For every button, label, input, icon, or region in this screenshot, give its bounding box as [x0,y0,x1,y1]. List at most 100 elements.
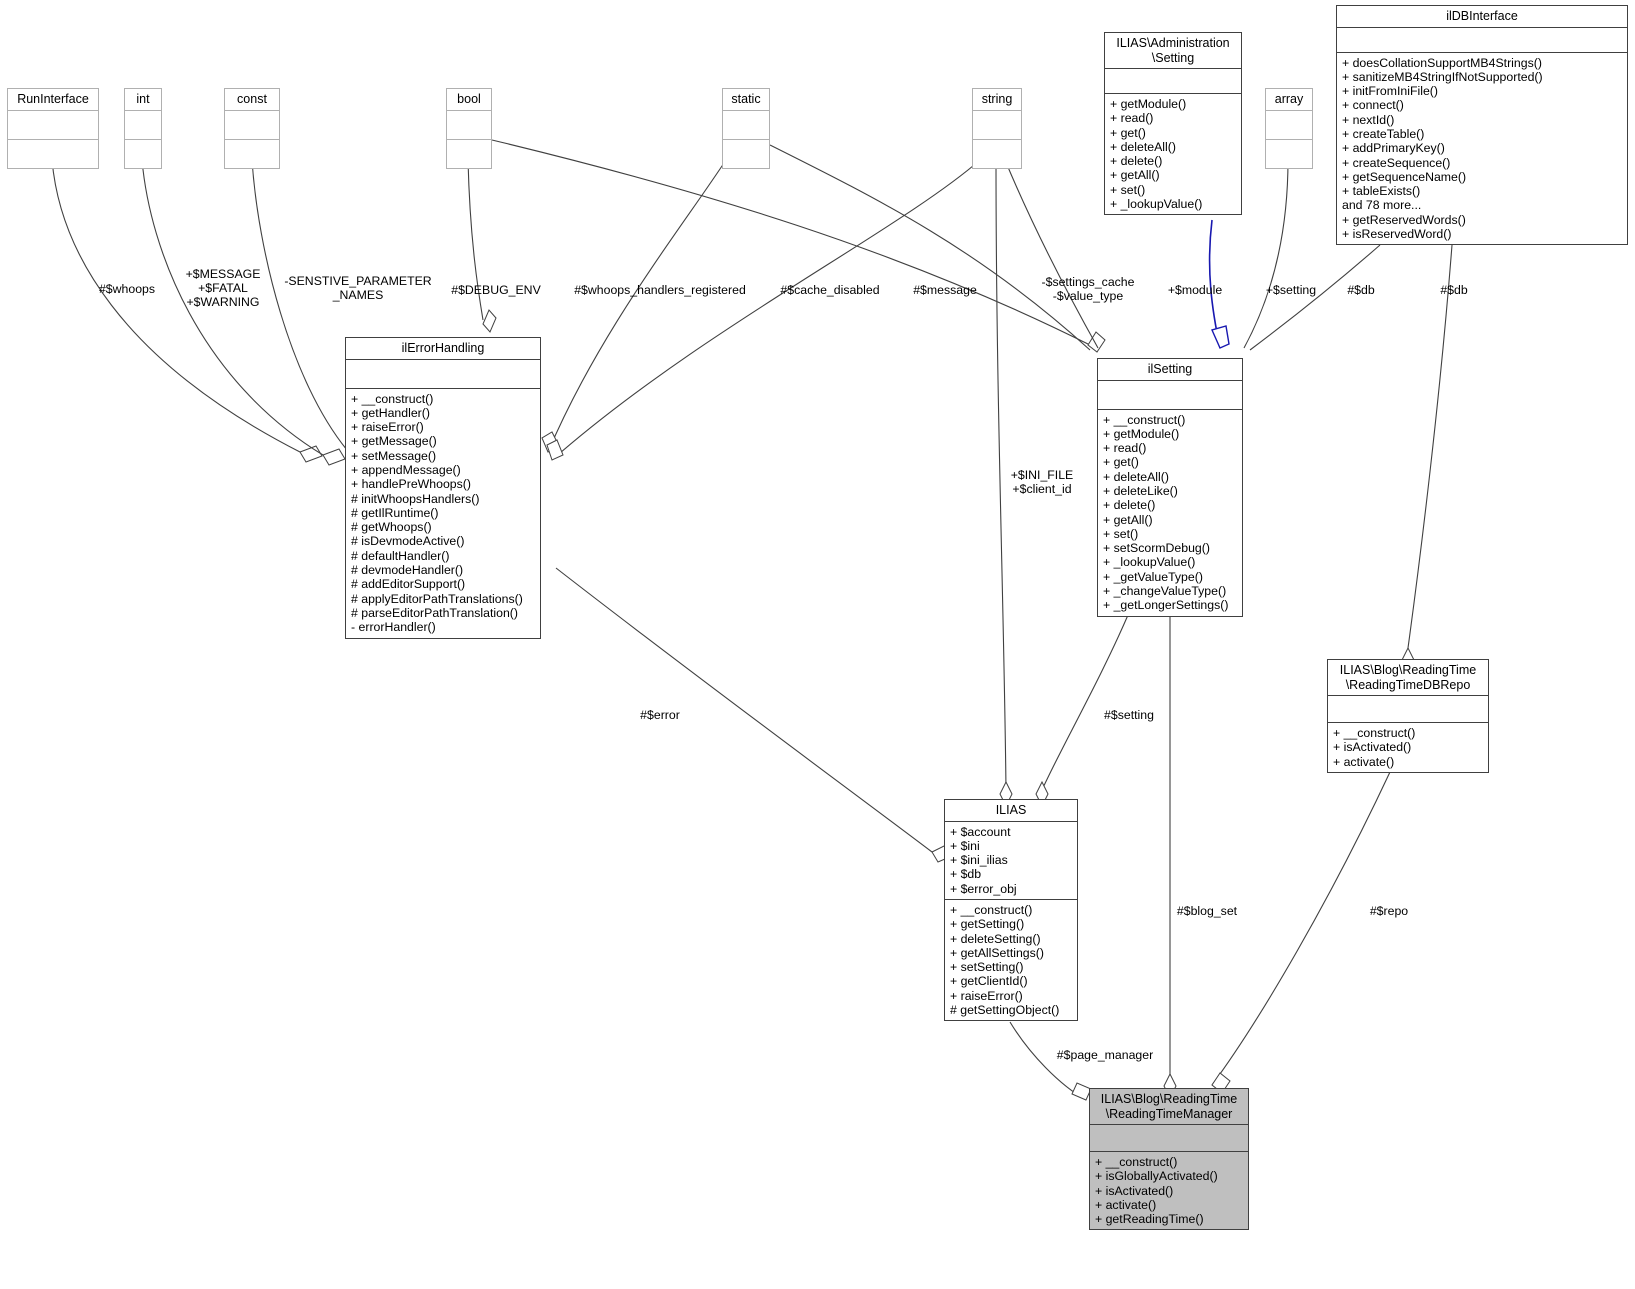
node-title: ILIAS [945,800,1077,822]
node-methods [1266,140,1312,168]
edge-label-ini-file-client-id: +$INI_FILE +$client_id [1010,468,1074,497]
node-attributes [1328,696,1488,723]
member: + $ini_ilias [950,853,1008,868]
member: + $db [950,867,982,882]
member: + _lookupValue() [1103,555,1196,570]
class-node-int[interactable]: int [124,88,162,169]
member: + __construct() [1095,1155,1178,1169]
class-node-ildbinterface[interactable]: ilDBInterface + doesCollationSupportMB4S… [1336,5,1628,246]
edge-label-debug-env: #$DEBUG_ENV [451,283,541,297]
node-title: ILIAS\Blog\ReadingTime \ReadingTimeManag… [1090,1089,1248,1125]
edge-label-message: #$message [913,283,977,297]
member: + getModule() [1110,97,1187,111]
edge-label-setting: +$setting [1265,283,1317,297]
member: + get() [1103,455,1139,470]
edge-label-module: +$module [1167,283,1223,297]
node-methods: + __construct() + getHandler() + raiseEr… [346,389,540,638]
member: + connect() [1342,98,1404,113]
member: + sanitizeMB4StringIfNotSupported() [1342,69,1543,84]
member: + __construct() [1103,412,1186,427]
member: + $ini [950,838,980,853]
class-node-bool[interactable]: bool [446,88,492,169]
node-title: ilDBInterface [1337,6,1627,28]
member: + getHandler() [351,405,430,420]
class-node-ilsetting[interactable]: ilSetting + __construct() + getModule() … [1097,358,1243,617]
member: + isActivated() [1095,1183,1174,1198]
node-attributes [1105,69,1241,94]
member: + tableExists() [1342,184,1421,199]
member: - errorHandler() [351,620,436,635]
member: # isDevmodeActive() [351,534,465,549]
member: + _lookupValue() [1110,197,1203,212]
member: # getWhoops() [351,520,432,535]
node-methods [447,140,491,168]
node-methods [225,140,279,168]
edge-label-blog-set: #$blog_set [1176,904,1238,918]
member: + activate() [1333,754,1395,769]
member: + activate() [1095,1197,1157,1212]
class-node-string[interactable]: string [972,88,1022,169]
edge-label-db-left: #$db [1347,283,1375,297]
member: + setSetting() [950,960,1024,975]
edge-label-setting-mid: #$setting [1104,708,1154,722]
node-methods: + __construct() + getSetting() + deleteS… [945,900,1077,1020]
member: + getReservedWords() [1342,212,1466,227]
node-methods [723,140,769,168]
node-title: string [973,89,1021,111]
node-methods [8,140,98,168]
member: + deleteSetting() [950,931,1041,946]
node-title: ilErrorHandling [346,338,540,360]
node-attributes: + $account + $ini + $ini_ilias + $db + $… [945,822,1077,900]
member: # initWhoopsHandlers() [351,491,480,506]
node-title: bool [447,89,491,111]
node-title: int [125,89,161,111]
member: + getClientId() [950,974,1028,989]
edge-label-repo: #$repo [1369,904,1409,918]
class-node-ilias[interactable]: ILIAS + $account + $ini + $ini_ilias + $… [944,799,1078,1022]
node-attributes [447,111,491,140]
member: + getReadingTime() [1095,1212,1204,1227]
edge-ildbinterface-ilsetting [1249,244,1381,351]
edge-label-sensitive-parameter-names: -SENSTIVE_PARAMETER _NAMES [284,274,432,303]
class-node-ilerrorhandling[interactable]: ilErrorHandling + __construct() + getHan… [345,337,541,639]
node-attributes [225,111,279,140]
class-node-const[interactable]: const [224,88,280,169]
edge-ilerrorhandling-ilias [555,567,933,853]
member: + read() [1103,441,1147,456]
member: + $account [950,824,1011,839]
member: + set() [1110,182,1146,197]
member: + deleteAll() [1110,139,1176,154]
node-attributes [346,360,540,389]
member: + isActivated() [1333,740,1412,755]
class-node-readingtimemanager[interactable]: ILIAS\Blog\ReadingTime \ReadingTimeManag… [1089,1088,1249,1231]
edge-static-ilsetting [769,144,1091,351]
member: + deleteAll() [1103,469,1169,484]
class-node-array[interactable]: array [1265,88,1313,169]
edge-label-cache-disabled: #$cache_disabled [780,283,880,297]
edge-label-db-right: #$db [1440,283,1468,297]
member: # getIlRuntime() [351,505,439,520]
member: + handlePreWhoops() [351,477,471,492]
edge-string-ilsetting [1004,159,1099,349]
class-node-static[interactable]: static [722,88,770,169]
edge-ildbinterface-readingtimedbrepo [1407,244,1453,649]
node-attributes [125,111,161,140]
member: + getSetting() [950,917,1025,932]
class-node-runinterface[interactable]: RunInterface [7,88,99,169]
edge-bool-ilsetting [491,139,1091,346]
class-node-readingtimedbrepo[interactable]: ILIAS\Blog\ReadingTime \ReadingTimeDBRep… [1327,659,1489,773]
member: + nextId() [1342,112,1395,127]
member: + __construct() [950,902,1033,917]
member: + createSequence() [1342,155,1451,170]
member: # devmodeHandler() [351,563,464,578]
node-methods: + __construct() + isActivated() + activa… [1328,723,1488,772]
member: + __construct() [1333,726,1416,740]
member: + $error_obj [950,881,1017,896]
member: + deleteLike() [1103,483,1178,498]
member: + getAllSettings() [950,945,1044,960]
member: + setScormDebug() [1103,541,1210,556]
edge-label-whoops: #$whoops [98,282,156,296]
class-node-administration-setting[interactable]: ILIAS\Administration \Setting + getModul… [1104,32,1242,216]
node-attributes [8,111,98,140]
